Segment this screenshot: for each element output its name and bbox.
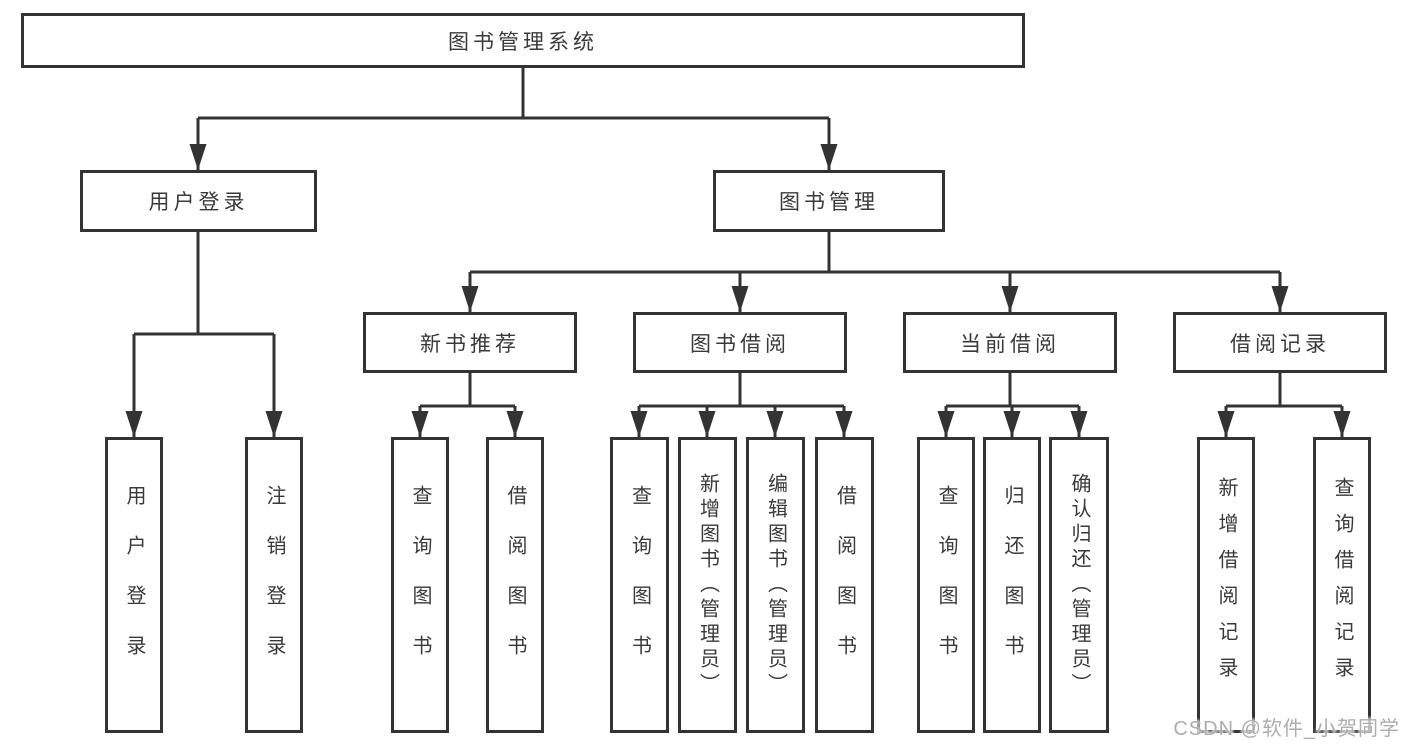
node-book-management-label: 图书管理 — [779, 191, 879, 214]
leaf-add-book-admin-label: 新增图书（管理员） — [696, 472, 719, 698]
node-user-login: 用户登录 — [80, 170, 317, 232]
edge-records-to-leaves — [1217, 373, 1351, 437]
node-book-management: 图书管理 — [713, 170, 945, 232]
node-user-login-label: 用户登录 — [148, 191, 249, 214]
leaf-edit-book-admin: 编辑图书（管理员） — [746, 437, 805, 733]
edge-root-to-level2 — [189, 65, 838, 170]
leaf-recommend-query-books: 查询图书 — [391, 437, 449, 733]
leaf-return-books-label: 归还图书 — [1001, 485, 1023, 685]
edge-borrowing-to-leaves — [630, 373, 853, 437]
leaf-recommend-borrow-books: 借阅图书 — [486, 437, 544, 733]
node-borrowing-records: 借阅记录 — [1173, 312, 1387, 373]
node-current-borrowing: 当前借阅 — [903, 312, 1117, 373]
node-new-book-recommendation-label: 新书推荐 — [420, 332, 520, 356]
leaf-recommend-query-books-label: 查询图书 — [409, 485, 431, 685]
edge-user-login-to-leaves — [125, 232, 283, 437]
leaf-confirm-return-admin: 确认归还（管理员） — [1049, 437, 1109, 733]
edge-current-to-leaves — [937, 373, 1088, 437]
leaf-current-query-books: 查询图书 — [917, 437, 975, 733]
node-current-borrowing-label: 当前借阅 — [960, 332, 1060, 356]
leaf-borrowing-query-books: 查询图书 — [610, 437, 669, 733]
node-book-borrowing: 图书借阅 — [633, 312, 847, 373]
node-library-system-label: 图书管理系统 — [448, 30, 598, 54]
leaf-add-borrow-record-label: 新增借阅记录 — [1215, 477, 1237, 693]
leaf-logout: 注销登录 — [245, 437, 303, 733]
leaf-add-book-admin: 新增图书（管理员） — [678, 437, 737, 733]
node-book-borrowing-label: 图书借阅 — [690, 332, 790, 356]
node-library-system: 图书管理系统 — [21, 13, 1025, 68]
leaf-add-borrow-record: 新增借阅记录 — [1197, 437, 1255, 733]
leaf-confirm-return-admin-label: 确认归还（管理员） — [1068, 472, 1090, 698]
leaf-query-borrow-record: 查询借阅记录 — [1313, 437, 1371, 733]
leaf-borrowing-borrow-books: 借阅图书 — [815, 437, 874, 733]
leaf-query-borrow-record-label: 查询借阅记录 — [1331, 477, 1353, 693]
leaf-borrowing-borrow-books-label: 借阅图书 — [833, 485, 856, 685]
leaf-borrowing-query-books-label: 查询图书 — [628, 485, 651, 685]
leaf-user-login: 用户登录 — [105, 437, 163, 733]
node-new-book-recommendation: 新书推荐 — [363, 312, 577, 373]
edge-book-management-to-level3 — [461, 232, 1289, 312]
node-borrowing-records-label: 借阅记录 — [1230, 332, 1330, 356]
leaf-user-login-label: 用户登录 — [123, 485, 145, 685]
csdn-watermark: CSDN @软件_小贺同学 — [1173, 718, 1400, 740]
leaf-return-books: 归还图书 — [983, 437, 1041, 733]
leaf-edit-book-admin-label: 编辑图书（管理员） — [764, 472, 787, 698]
leaf-recommend-borrow-books-label: 借阅图书 — [504, 485, 526, 685]
edge-recommendation-to-leaves — [411, 373, 524, 437]
leaf-current-query-books-label: 查询图书 — [935, 485, 957, 685]
leaf-logout-label: 注销登录 — [263, 485, 285, 685]
